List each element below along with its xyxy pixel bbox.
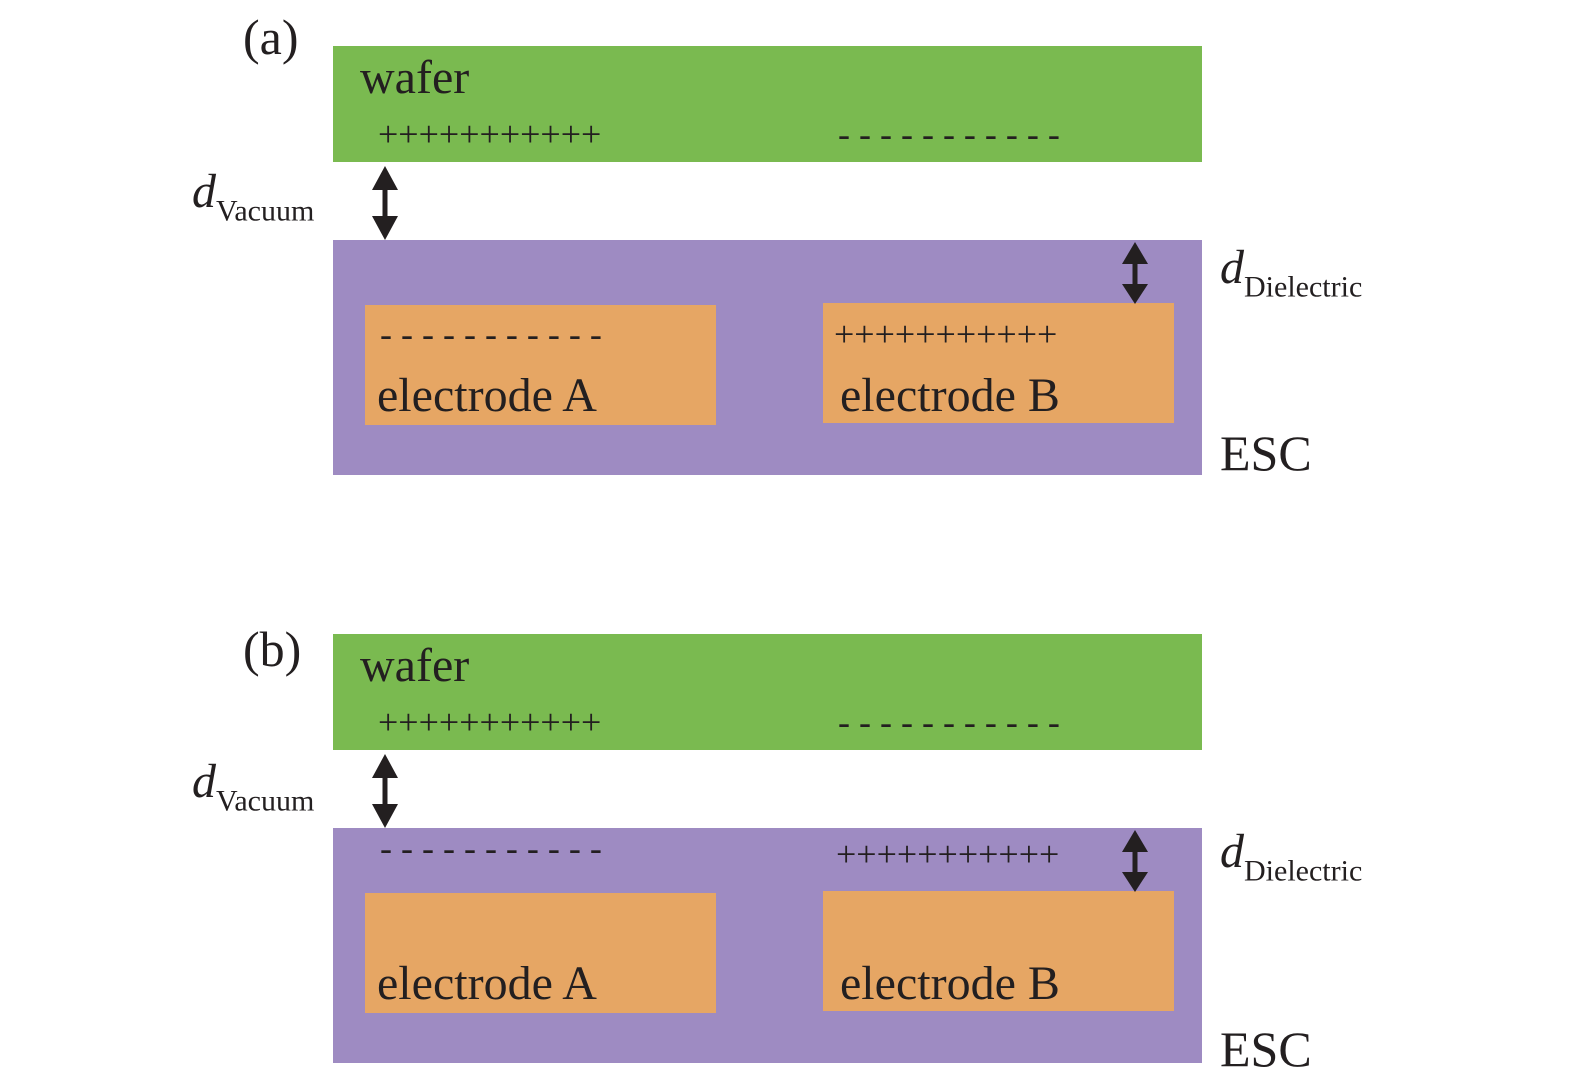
d-vacuum-label: dVacuum xyxy=(192,168,314,227)
electrode-b-label: electrode B xyxy=(840,369,1060,422)
electrode-b-charges: +++++++++++ xyxy=(834,314,1058,354)
wafer xyxy=(333,46,1202,162)
vacuum-subscript: Vacuum xyxy=(216,194,315,228)
wafer xyxy=(333,634,1202,750)
vacuum-subscript: Vacuum xyxy=(216,784,315,818)
electrode-a-charges: - - - - - - - - - - - xyxy=(380,314,602,354)
esc-label: ESC xyxy=(1220,1021,1312,1077)
dimension-arrows xyxy=(372,754,1148,892)
dielectric-subscript: Dielectric xyxy=(1244,270,1363,304)
d-symbol: d xyxy=(1220,241,1244,294)
dielectric-gap-arrow-icon xyxy=(1122,830,1148,892)
wafer-positive-charges: +++++++++++ xyxy=(378,114,602,154)
panel-b: (b) wafer +++++++++++ - - - - - - - - - … xyxy=(0,588,1575,1085)
wafer-negative-charges: - - - - - - - - - - - xyxy=(838,702,1060,742)
panel-a: (a) wafer +++++++++++ - - - - - - - - - … xyxy=(0,0,1575,540)
vacuum-gap-arrow-icon xyxy=(372,166,398,240)
electrode-a-label: electrode A xyxy=(377,369,597,422)
electrode-b-label: electrode B xyxy=(840,957,1060,1010)
d-symbol: d xyxy=(192,165,216,218)
electrode-a xyxy=(365,305,716,425)
wafer-negative-charges: - - - - - - - - - - - xyxy=(838,114,1060,154)
panel-label: (a) xyxy=(243,9,299,65)
d-symbol: d xyxy=(1220,825,1244,878)
dielectric-surface-positive-charges: +++++++++++ xyxy=(836,834,1060,874)
d-dielectric-label: dDielectric xyxy=(1220,244,1362,303)
dielectric-surface-negative-charges: - - - - - - - - - - - xyxy=(380,828,602,868)
electrode-b xyxy=(823,303,1174,423)
d-vacuum-label: dVacuum xyxy=(192,758,314,817)
wafer-positive-charges: +++++++++++ xyxy=(378,702,602,742)
dielectric-subscript: Dielectric xyxy=(1244,854,1363,888)
electrode-a xyxy=(365,893,716,1013)
panel-label: (b) xyxy=(243,621,302,677)
electrode-a-label: electrode A xyxy=(377,957,597,1010)
d-dielectric-label: dDielectric xyxy=(1220,828,1362,887)
dielectric-gap-arrow-icon xyxy=(1122,242,1148,304)
d-symbol: d xyxy=(192,755,216,808)
wafer-label: wafer xyxy=(360,639,470,692)
wafer-label: wafer xyxy=(360,51,470,104)
vacuum-gap-arrow-icon xyxy=(372,754,398,828)
esc-label: ESC xyxy=(1220,425,1312,481)
electrode-b xyxy=(823,891,1174,1011)
dimension-arrows xyxy=(372,166,1148,304)
